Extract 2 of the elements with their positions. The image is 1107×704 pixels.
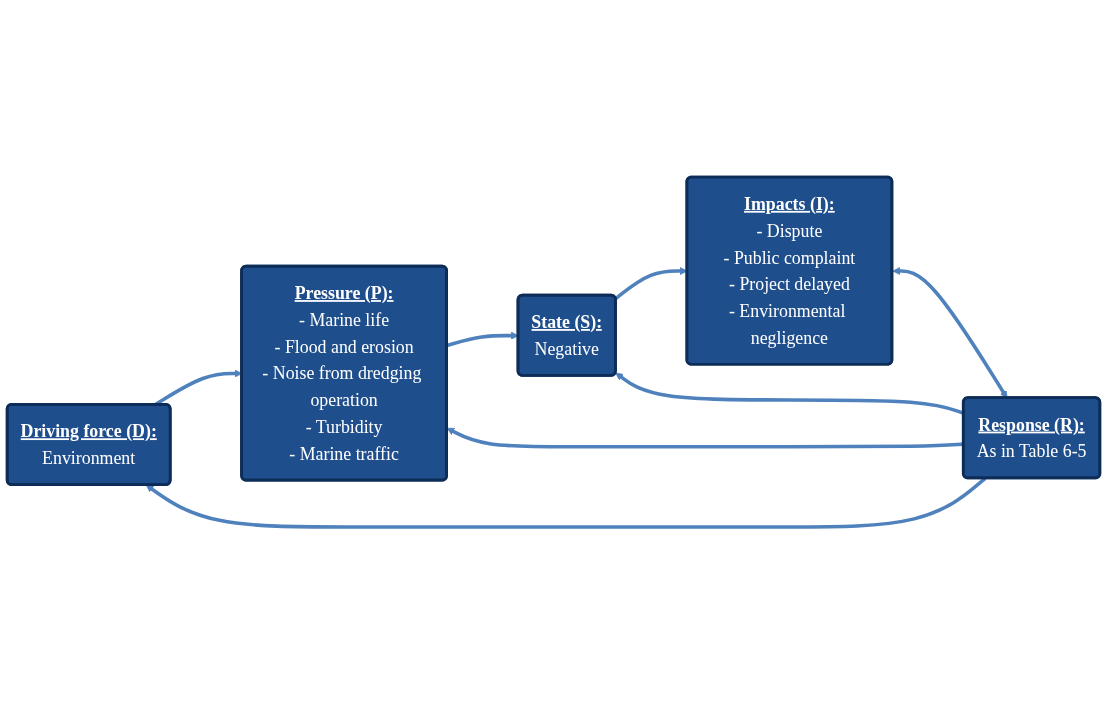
arrow [145,477,987,529]
arrow [446,427,964,449]
